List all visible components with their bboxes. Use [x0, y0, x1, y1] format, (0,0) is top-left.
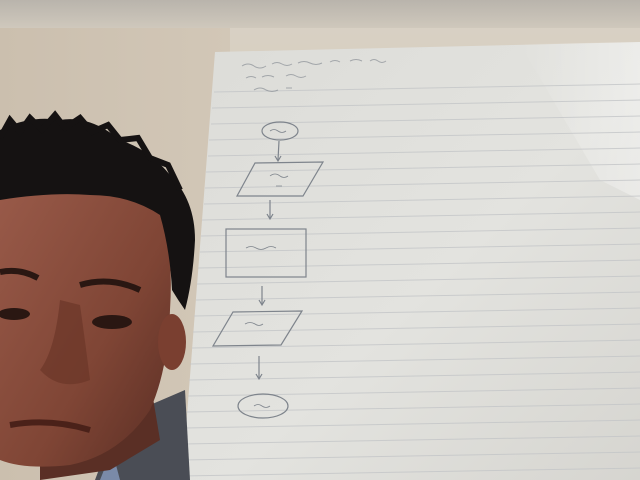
left-eye: [0, 308, 30, 320]
wall-top-shadow: [0, 0, 640, 28]
paper-body: [182, 42, 640, 480]
nose: [40, 300, 90, 385]
face: [0, 172, 171, 467]
mouth: [9, 419, 91, 433]
paper-glare: [520, 42, 640, 200]
end-terminal: [237, 393, 289, 419]
hair: [0, 118, 195, 310]
ear: [158, 314, 186, 370]
left-eyebrow: [0, 267, 40, 281]
right-eye: [92, 315, 132, 329]
flowchart-sketch: [211, 121, 325, 419]
right-eyebrow: [79, 278, 142, 293]
handwritten-header: [241, 59, 387, 92]
input-parallelogram: [235, 161, 325, 197]
process-rectangle: [225, 228, 307, 278]
output-parallelogram: [211, 310, 304, 347]
start-terminal: [261, 121, 299, 141]
